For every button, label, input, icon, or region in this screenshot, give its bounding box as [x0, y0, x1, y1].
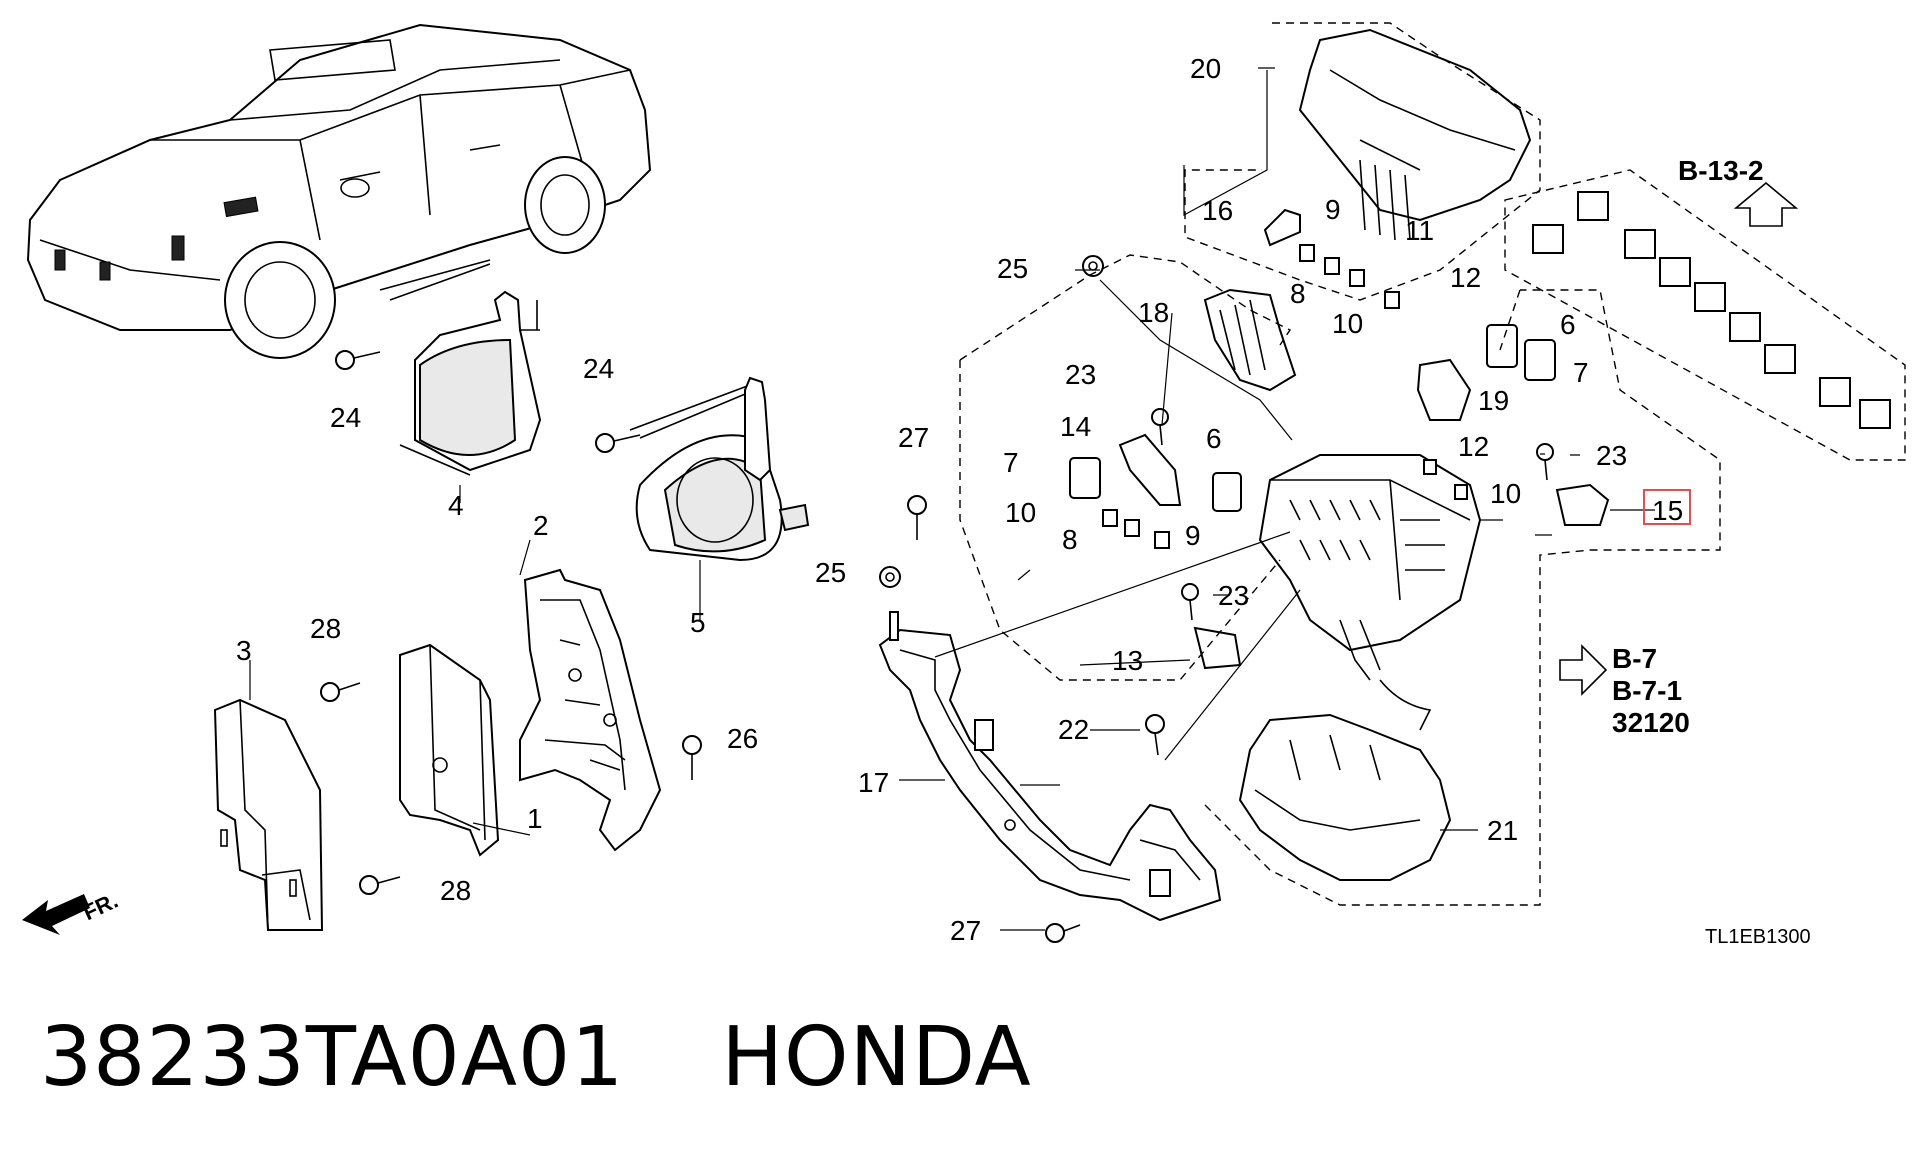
label-24b: 24: [583, 353, 614, 384]
label-4: 4: [448, 490, 464, 521]
ref-b-7: B-7: [1612, 643, 1657, 674]
label-11: 11: [1405, 215, 1434, 246]
label-27a: 27: [898, 422, 929, 453]
up-arrow-icon: [1733, 181, 1799, 227]
label-3: 3: [236, 635, 252, 666]
front-label: FR.: [79, 888, 122, 926]
ref-32120: 32120: [1612, 707, 1690, 738]
label-5: 5: [690, 607, 706, 638]
part-labels: 1 2 3 4 5 6 6 7 7 8 8 9 9 10 10 10 11 12…: [236, 53, 1683, 946]
label-10c: 10: [1005, 497, 1036, 528]
label-23a: 23: [1065, 359, 1096, 390]
label-19: 19: [1478, 385, 1509, 416]
label-6a: 6: [1560, 309, 1576, 340]
label-16: 16: [1202, 195, 1233, 226]
label-8a: 8: [1290, 278, 1306, 309]
label-8b: 8: [1062, 524, 1078, 555]
label-24a: 24: [330, 402, 361, 433]
label-27b: 27: [950, 915, 981, 946]
label-7a: 7: [1573, 357, 1589, 388]
label-9b: 9: [1185, 520, 1201, 551]
label-9a: 9: [1325, 194, 1341, 225]
label-2: 2: [533, 510, 549, 541]
label-17: 17: [858, 767, 889, 798]
ecu-bracket-2: [519, 568, 662, 852]
label-14: 14: [1060, 411, 1091, 442]
ref-b-7-1: B-7-1: [1612, 675, 1682, 706]
leader-lines: [249, 67, 1655, 931]
label-13: 13: [1112, 645, 1143, 676]
label-15: 15: [1652, 495, 1683, 526]
small-parts: [320, 208, 1610, 943]
front-arrow-icon: [22, 894, 90, 935]
parts-diagram: 1 2 3 4 5 6 6 7 7 8 8 9 9 10 10 10 11 12…: [22, 22, 1906, 948]
reference-arrows: [22, 181, 1799, 935]
ecu-1: [399, 643, 500, 857]
label-18: 18: [1138, 297, 1169, 328]
label-21: 21: [1487, 815, 1518, 846]
under-cover-21: [1238, 713, 1452, 881]
label-7b: 7: [1003, 447, 1019, 478]
footer: 38233TA0A01 HONDA: [40, 1010, 1102, 1105]
label-23b: 23: [1218, 580, 1249, 611]
ref-b-13-2: B-13-2: [1678, 155, 1764, 186]
label-25b: 25: [997, 253, 1028, 284]
diagram-code: TL1EB1300: [1705, 926, 1811, 948]
horn-5: [629, 376, 810, 562]
car-illustration: [26, 23, 652, 359]
label-10b: 10: [1490, 478, 1521, 509]
cover-3: [213, 698, 324, 931]
label-23c: 23: [1596, 440, 1627, 471]
highlight-box-15: [1643, 489, 1691, 525]
label-28b: 28: [440, 875, 471, 906]
fuse-box: [1258, 454, 1482, 731]
label-22: 22: [1058, 714, 1089, 745]
part-number: 38233TA0A01: [40, 1010, 625, 1105]
label-6b: 6: [1206, 423, 1222, 454]
right-arrow-icon: [1559, 644, 1608, 696]
label-1: 1: [527, 803, 543, 834]
brand-name: HONDA: [721, 1010, 1032, 1105]
reference-codes: B-13-2 B-7 B-7-1 32120 FR. TL1EB1300: [79, 155, 1811, 948]
horn-4: [379, 259, 542, 476]
label-20: 20: [1190, 53, 1221, 84]
label-28a: 28: [310, 613, 341, 644]
bracket-17: [878, 611, 1222, 922]
label-25a: 25: [815, 557, 846, 588]
label-12a: 12: [1450, 262, 1481, 293]
label-12b: 12: [1458, 431, 1489, 462]
relay-group: [1532, 191, 1891, 429]
label-10a: 10: [1332, 308, 1363, 339]
label-26: 26: [727, 723, 758, 754]
